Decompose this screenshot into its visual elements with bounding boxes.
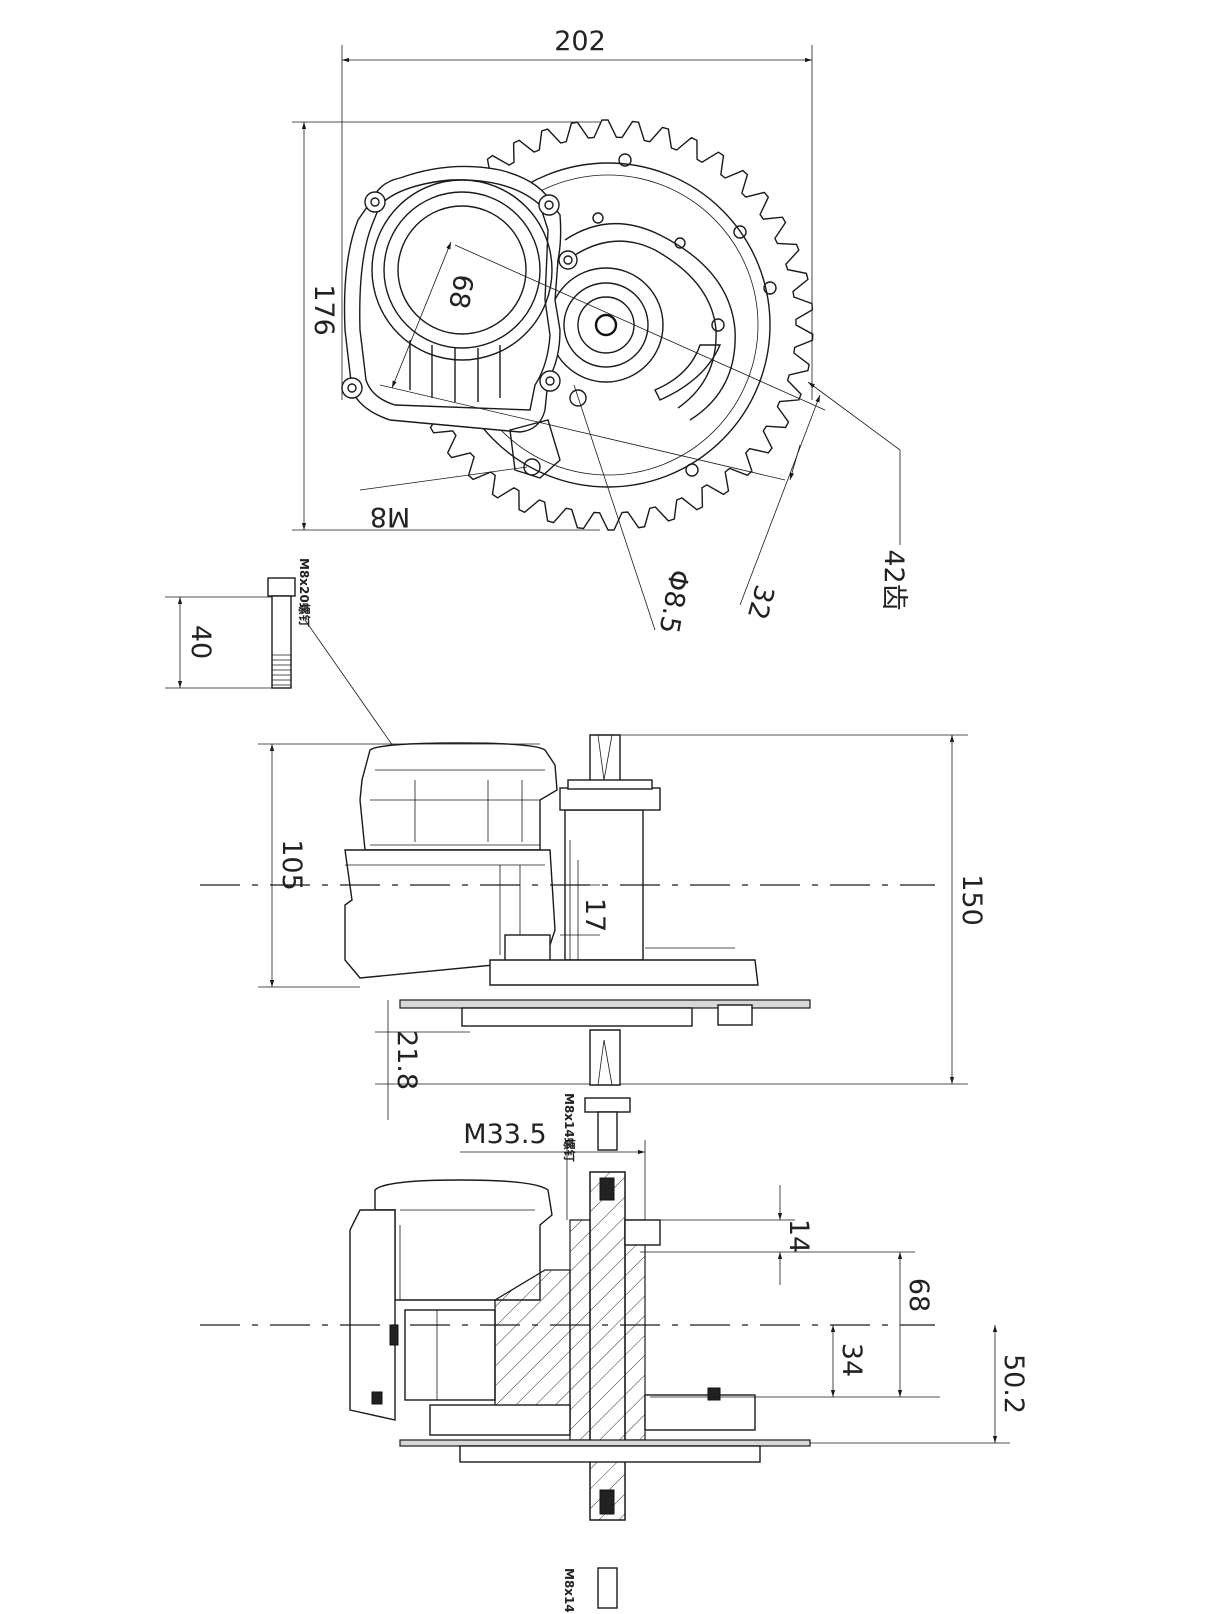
bolt-head bbox=[267, 577, 296, 597]
motor-cap-outer bbox=[371, 179, 553, 361]
mount-boss bbox=[558, 250, 578, 270]
spindle-thread-top bbox=[599, 1177, 615, 1201]
section-screw bbox=[371, 1391, 383, 1405]
bolt-thread bbox=[272, 654, 291, 686]
ring-hole bbox=[733, 225, 747, 239]
bottom-plate-section bbox=[644, 1394, 756, 1431]
motor-cap-mid bbox=[383, 191, 541, 349]
bb-cup bbox=[567, 779, 653, 790]
dim-m8: M8 bbox=[370, 501, 410, 532]
bb-section-right bbox=[624, 1219, 646, 1441]
bolt-shank bbox=[271, 595, 292, 689]
dim-176: 176 bbox=[308, 284, 339, 336]
crank-axle-bore bbox=[594, 313, 618, 337]
leader-line bbox=[379, 384, 786, 481]
mount-boss-hole bbox=[563, 255, 573, 265]
mount-boss-hole bbox=[545, 376, 555, 386]
plate-screw bbox=[707, 1387, 721, 1401]
ring-hole bbox=[674, 237, 686, 249]
gear-housing-section bbox=[494, 1269, 571, 1421]
top-cup bbox=[624, 1219, 661, 1246]
spindle-section bbox=[589, 1171, 626, 1521]
spindle-thread-bottom bbox=[599, 1489, 615, 1515]
dim-14: 14 bbox=[783, 1219, 814, 1253]
section-sensor bbox=[389, 1324, 399, 1346]
mount-boss bbox=[539, 370, 561, 392]
section-base bbox=[429, 1404, 571, 1436]
motor-housing-inner bbox=[359, 179, 551, 411]
axle-lower bbox=[589, 1029, 621, 1086]
label-m8x14-top: M8x14螺钉 bbox=[562, 1093, 577, 1162]
bb-section-left bbox=[569, 1219, 591, 1441]
dim-42-teeth: 42齿 bbox=[878, 549, 909, 610]
label-m8x14-bottom: M8x14 bbox=[562, 1568, 576, 1613]
m8-leader bbox=[359, 466, 528, 491]
ring-hole bbox=[685, 463, 699, 477]
dim-21-8: 21.8 bbox=[391, 1030, 422, 1090]
dim-40: 40 bbox=[185, 625, 216, 659]
label-m8x20: M8x20螺钉 bbox=[297, 558, 312, 627]
section-rotor bbox=[404, 1309, 496, 1401]
dim-line-32b bbox=[789, 444, 801, 481]
front-view: 202 176 68 M8 Φ8.5 32 42齿 bbox=[292, 26, 909, 636]
leader-line bbox=[454, 244, 826, 411]
crank-axle-outer bbox=[548, 267, 664, 383]
spider-side bbox=[461, 1007, 693, 1027]
ring-hole bbox=[592, 212, 604, 224]
dim-50-2: 50.2 bbox=[998, 1354, 1029, 1414]
dim-phi-8-5: Φ8.5 bbox=[653, 567, 695, 636]
ring-hole bbox=[618, 153, 632, 167]
bolt-bottom bbox=[597, 1567, 618, 1609]
dim-m33-5: M33.5 bbox=[463, 1119, 546, 1150]
bb-flange-top bbox=[559, 787, 661, 811]
teeth-leader bbox=[807, 381, 901, 545]
dim-34: 34 bbox=[836, 1343, 867, 1377]
ring-hole bbox=[763, 281, 777, 295]
mount-boss bbox=[538, 194, 560, 216]
dim-17: 17 bbox=[579, 898, 610, 932]
cam-slot bbox=[654, 344, 722, 401]
spider-arc bbox=[564, 222, 736, 421]
motor-body bbox=[344, 849, 556, 979]
section-spider bbox=[459, 1445, 761, 1463]
mount-boss bbox=[364, 191, 386, 213]
bolt-m8x20: 40 M8x20螺钉 bbox=[165, 558, 526, 936]
bolt-m8x14-shank bbox=[597, 1111, 618, 1151]
dim-line-32 bbox=[739, 394, 821, 606]
section-motor-body bbox=[349, 1209, 396, 1421]
phi-hole bbox=[569, 389, 587, 407]
dim-line-68 bbox=[391, 241, 452, 389]
bolt-m8x14-head bbox=[584, 1097, 631, 1113]
dim-202: 202 bbox=[554, 26, 606, 57]
section-view: M8x14螺钉 M33.5 bbox=[200, 1093, 1029, 1613]
crank-axle-mid bbox=[563, 282, 649, 368]
dim-150: 150 bbox=[956, 874, 987, 926]
m8-hole bbox=[523, 458, 541, 476]
dim-68: 68 bbox=[442, 272, 478, 311]
mount-boss-hole bbox=[347, 383, 357, 393]
motor-can bbox=[359, 742, 558, 851]
section-chainring bbox=[399, 1439, 811, 1447]
phi-leader bbox=[573, 384, 656, 631]
dim-105: 105 bbox=[276, 839, 307, 891]
mount-tab bbox=[509, 419, 561, 479]
ring-hole bbox=[711, 318, 725, 332]
side-view: 105 150 17 21.8 bbox=[200, 734, 987, 1120]
mount-boss bbox=[341, 377, 363, 399]
base-plate bbox=[489, 959, 759, 986]
crank-axle-inner bbox=[577, 296, 635, 354]
bolt-side bbox=[717, 1004, 753, 1026]
spider-arc-inner bbox=[574, 240, 717, 409]
mount-boss-hole bbox=[544, 200, 554, 210]
mount-boss-hole bbox=[370, 197, 380, 207]
dim-68-section: 68 bbox=[903, 1278, 934, 1312]
